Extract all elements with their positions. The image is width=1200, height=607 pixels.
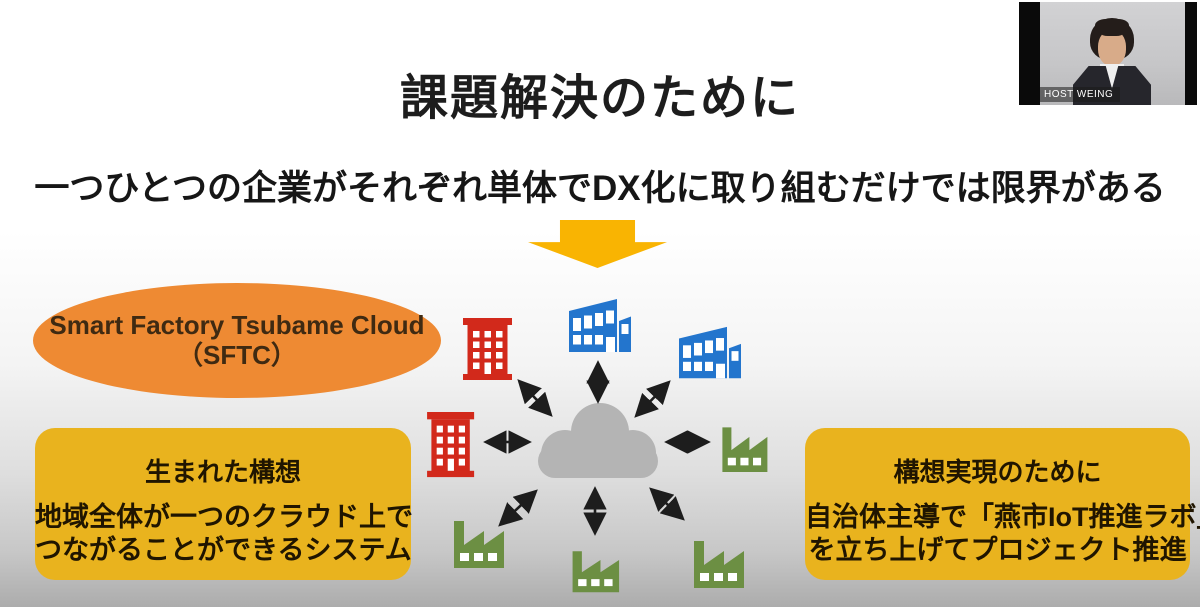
concept-box-line2: つながることができるシステム bbox=[35, 535, 412, 566]
concept-box: 生まれた構想 地域全体が一つのクラウド上で つながることができるシステム bbox=[35, 428, 413, 580]
slide-subtitle: 一つひとつの企業がそれぞれ単体でDX化に取り組むだけでは限界がある bbox=[34, 169, 1166, 208]
page-title: 課題解決のために bbox=[399, 72, 800, 125]
sftc-bubble: Smart Factory Tsubame Cloud （SFTC） bbox=[33, 283, 441, 398]
factory-icon bbox=[454, 521, 504, 568]
factory-building-icon bbox=[679, 326, 741, 379]
factory-icon bbox=[572, 551, 620, 593]
webcam-panel[interactable]: HOST WEING bbox=[1019, 2, 1197, 105]
concept-box-heading: 生まれた構想 bbox=[144, 457, 301, 487]
bidirectional-arrows bbox=[483, 360, 711, 536]
realization-box-line1: 自治体主導で「燕市IoT推進ラボ」 bbox=[805, 502, 1200, 532]
down-arrow-icon bbox=[528, 220, 667, 268]
webcam-video: HOST WEING bbox=[1040, 2, 1185, 105]
factory-building-icon bbox=[569, 299, 631, 352]
participant-name-label: HOST WEING bbox=[1040, 87, 1121, 102]
cloud-network-diagram bbox=[427, 299, 768, 593]
presenter-hair bbox=[1095, 19, 1129, 36]
realization-box-line2: を立ち上げてプロジェクト推進 bbox=[808, 535, 1187, 566]
factory-icon bbox=[694, 541, 744, 588]
office-building-icon bbox=[463, 318, 512, 380]
cloud-icon bbox=[538, 403, 658, 478]
realization-box-heading: 構想実現のために bbox=[893, 457, 1102, 487]
sftc-bubble-name: Smart Factory Tsubame Cloud bbox=[49, 309, 425, 340]
concept-box-line1: 地域全体が一つのクラウド上で bbox=[35, 502, 413, 532]
factory-icon bbox=[722, 427, 768, 472]
realization-box: 構想実現のために 自治体主導で「燕市IoT推進ラボ」 を立ち上げてプロジェクト推… bbox=[805, 428, 1200, 580]
sftc-bubble-abbr: （SFTC） bbox=[177, 339, 297, 370]
presenter-face bbox=[1098, 30, 1126, 66]
office-building-icon bbox=[427, 412, 475, 478]
